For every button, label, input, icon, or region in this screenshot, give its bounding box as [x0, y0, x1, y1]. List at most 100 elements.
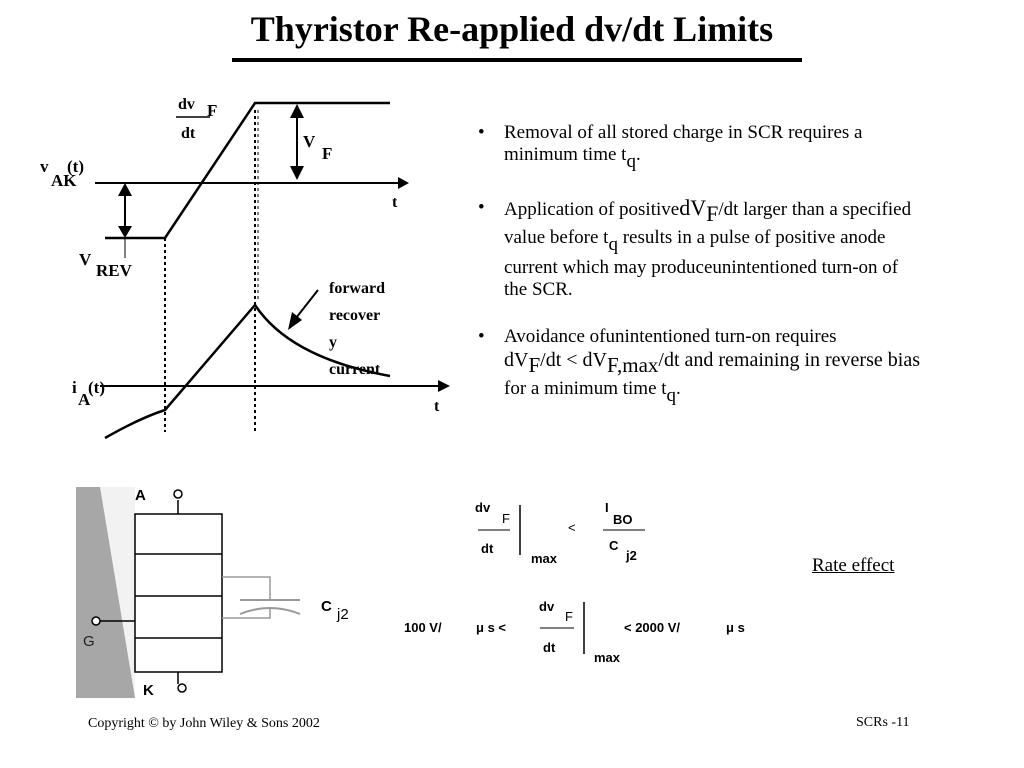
f2-left: 100 V/	[404, 620, 442, 635]
bullet-1: • Removal of all stored charge in SCR re…	[478, 122, 1004, 172]
f1-lt: <	[568, 520, 576, 535]
f1-dt: dt	[481, 541, 494, 556]
bullet-1-sub: q	[626, 151, 636, 172]
dv-denominator: dt	[181, 125, 196, 142]
recovery-line-1: forward	[329, 280, 385, 297]
bullet-3-text-2b: /dt < dV	[540, 349, 607, 371]
bullet-1-text-2: minimum time t	[504, 144, 627, 165]
slide-number: SCRs -11	[856, 715, 910, 730]
bullet-2-text-3a: current which may produce	[504, 257, 713, 278]
bullet-dot-2: •	[478, 197, 485, 218]
bullet-2-text-2a: value before t	[504, 227, 609, 248]
bullet-3-sub-3: q	[666, 385, 677, 406]
bullet-2-line-3: current which may produceunintentioned t…	[504, 257, 1004, 279]
f2-dv: dv	[539, 599, 555, 614]
f1-c: C	[609, 538, 619, 553]
bullet-2-sub: F	[706, 201, 719, 226]
f2-f: F	[565, 609, 573, 624]
recovery-label: forward recover y current	[329, 275, 385, 383]
f2-mu1: μ s <	[476, 620, 506, 635]
anode-terminal	[173, 489, 183, 499]
f2-right: < 2000 V/	[624, 620, 681, 635]
f2-max: max	[594, 650, 621, 665]
vrev-label-sub: REV	[96, 261, 132, 280]
bullet-2-text-3b: unintentioned turn-on of	[712, 257, 899, 278]
vak-label-v: v	[40, 157, 49, 176]
scr-gate-label: G	[83, 633, 95, 650]
bullet-1-line-1: Removal of all stored charge in SCR requ…	[504, 122, 863, 143]
f1-max: max	[531, 551, 558, 566]
scr-anode-label: A	[135, 487, 146, 504]
bullet-3-text-3a: for a minimum time t	[504, 378, 667, 399]
f1-dv: dv	[475, 500, 491, 515]
t-label-top: t	[392, 194, 398, 211]
recovery-line-3: y	[329, 334, 337, 351]
bullet-2-text-b: dV	[679, 195, 707, 220]
recovery-line-2: recover	[329, 307, 381, 324]
dv-numerator: dv	[178, 96, 195, 113]
recovery-arrow-shaft	[295, 289, 319, 319]
f2-dt: dt	[543, 640, 556, 655]
ia-waveform	[104, 302, 391, 440]
recovery-arrow-head	[288, 312, 302, 330]
dv-subscript: F	[207, 101, 218, 120]
cathode-terminal	[177, 683, 187, 693]
f1-i: I	[605, 500, 609, 515]
f1-bo: BO	[613, 512, 633, 527]
recovery-line-4: current	[329, 361, 381, 378]
vf-label-v: V	[303, 132, 316, 151]
bullet-3-line-2: dVF/dt < dVF,max/dt and remaining in rev…	[504, 348, 1004, 378]
ia-label-t: (t)	[88, 378, 105, 397]
bullet-1-line-2: minimum time tq.	[504, 144, 1004, 172]
vrev-arrow-up	[118, 183, 132, 196]
vf-arrow-down	[290, 166, 304, 180]
ia-label-sub: A	[78, 390, 91, 409]
copyright: Copyright © by John Wiley & Sons 2002	[88, 716, 320, 731]
scr-light-wedge	[100, 487, 135, 698]
gate-terminal	[91, 616, 101, 626]
bullet-dot-3: •	[478, 326, 485, 347]
bullet-3-sub-2: F,max	[606, 353, 659, 377]
cap-label-c: C	[321, 598, 332, 615]
bullet-2: • Application of positivedVF/dt larger t…	[478, 197, 1004, 301]
bullet-3-text-1: Avoidance of	[504, 326, 606, 347]
bullet-2-line-4: the SCR.	[504, 279, 573, 300]
bullet-3-line-1: Avoidance ofunintentioned turn-on requir…	[504, 326, 1004, 348]
bullet-2-text-2b: results in a pulse of positive anode	[617, 227, 886, 248]
title-underline	[232, 58, 802, 62]
cap-top-lead	[222, 576, 271, 600]
bullet-2-line-2: value before tq results in a pulse of po…	[504, 227, 1004, 257]
bullet-2-text-a: Application of positive	[504, 199, 680, 220]
scr-cathode-label: K	[143, 682, 154, 699]
t-label-bottom: t	[434, 398, 440, 415]
bullet-3-line-3: for a minimum time tq.	[504, 378, 1004, 406]
vak-waveform	[105, 101, 390, 240]
bullet-2-line-1: Application of positivedVF/dt larger tha…	[504, 197, 1004, 227]
ia-axis-arrow	[438, 380, 450, 392]
page-title: Thyristor Re-applied dv/dt Limits	[250, 9, 774, 49]
f1-f: F	[502, 511, 510, 526]
bullet-1-end: .	[635, 144, 641, 165]
bullet-3-text-1b: unintentioned turn-on requires	[605, 326, 837, 347]
vrev-label-v: V	[79, 250, 92, 269]
bullet-3-text-3b: .	[676, 378, 681, 399]
ia-label-i: i	[72, 378, 77, 397]
bullet-3-text-2c: /dt and remaining in reverse bias	[658, 349, 920, 371]
bullet-3-text-2a: dV	[504, 349, 529, 371]
bullet-dot-1: •	[478, 122, 485, 143]
vak-label-sub: AK	[51, 171, 77, 190]
rate-effect-label: Rate effect	[812, 555, 895, 576]
vrev-arrow-down	[118, 226, 132, 238]
vak-axis-arrow	[398, 177, 409, 189]
cap-label-sub: j2	[337, 606, 349, 623]
bullet-2-sub-2: q	[608, 234, 618, 255]
vf-label-sub: F	[322, 144, 333, 163]
bullet-3: • Avoidance ofunintentioned turn-on requ…	[478, 326, 1004, 406]
f2-mu2: μ s	[726, 620, 745, 635]
bullet-2-text-c: /dt larger than a specified	[718, 199, 912, 220]
f1-j2: j2	[626, 548, 637, 563]
scr-body	[134, 513, 223, 673]
bullet-3-sub-1: F	[528, 353, 541, 377]
vf-arrow-up	[290, 104, 304, 118]
